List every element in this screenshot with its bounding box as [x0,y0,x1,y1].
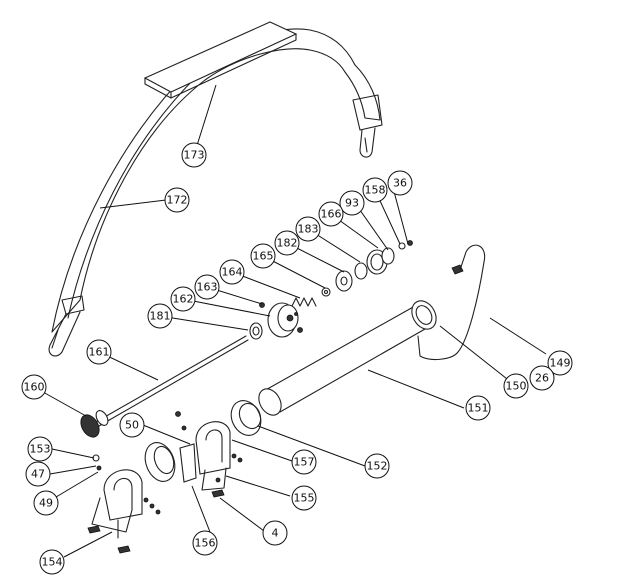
knob [80,410,109,438]
svg-text:173: 173 [184,149,205,162]
svg-text:49: 49 [39,497,53,510]
callout-165: 165 [250,243,276,269]
callout-26: 26 [529,365,555,391]
svg-text:156: 156 [195,537,216,550]
callout-152: 152 [364,453,390,479]
svg-text:166: 166 [321,208,342,221]
callout-49: 49 [33,490,59,516]
clamp-right [195,421,243,498]
svg-text:154: 154 [42,556,63,569]
svg-text:150: 150 [506,380,527,393]
svg-text:151: 151 [468,402,489,415]
washers [321,240,464,297]
callout-150: 150 [503,373,529,399]
callout-183: 183 [295,216,321,242]
strap-clip-top [352,94,383,158]
svg-text:50: 50 [125,419,139,432]
clamp-left [87,454,161,554]
svg-text:158: 158 [365,184,386,197]
callout-151: 151 [465,395,491,421]
svg-text:164: 164 [222,266,243,279]
callout-157: 157 [291,449,317,475]
callout-149: 149 [547,350,573,376]
split-ring [144,411,197,483]
callout-182: 182 [274,230,300,256]
svg-text:93: 93 [345,197,359,210]
callout-172: 172 [164,187,190,213]
svg-text:152: 152 [367,460,388,473]
collar [249,322,263,340]
callout-153: 153 [27,436,53,462]
svg-text:155: 155 [294,492,315,505]
callout-181: 181 [147,303,173,329]
svg-text:165: 165 [253,250,274,263]
rod [95,335,249,427]
svg-text:157: 157 [294,456,315,469]
callout-173: 173 [181,142,207,168]
wire [417,244,486,361]
svg-text:26: 26 [535,372,549,385]
callout-158: 158 [362,177,388,203]
svg-text:36: 36 [393,177,407,190]
strap-pad [143,21,298,99]
callout-50: 50 [119,412,145,438]
callout-164: 164 [219,259,245,285]
svg-text:161: 161 [89,346,110,359]
callout-160: 160 [21,374,47,400]
svg-text:160: 160 [24,381,45,394]
callout-163: 163 [194,274,220,300]
hub [267,302,299,338]
callout-154: 154 [39,549,65,575]
svg-text:163: 163 [197,281,218,294]
svg-text:4: 4 [272,527,279,540]
callout-36: 36 [387,170,413,196]
svg-text:183: 183 [298,223,319,236]
svg-text:162: 162 [173,293,194,306]
callout-4: 4 [262,520,288,546]
callout-166: 166 [318,201,344,227]
svg-text:153: 153 [30,443,51,456]
callout-162: 162 [170,286,196,312]
strap-clip-bottom [48,295,85,357]
svg-text:47: 47 [31,468,45,481]
callout-156: 156 [192,530,218,556]
callout-161: 161 [86,339,112,365]
callout-93: 93 [339,190,365,216]
callout-155: 155 [291,485,317,511]
callout-47: 47 [25,461,51,487]
svg-text:172: 172 [167,194,188,207]
tube [258,300,437,416]
svg-text:182: 182 [277,237,298,250]
svg-text:181: 181 [150,310,171,323]
sleeve-ring [230,400,262,436]
svg-text:149: 149 [550,357,571,370]
